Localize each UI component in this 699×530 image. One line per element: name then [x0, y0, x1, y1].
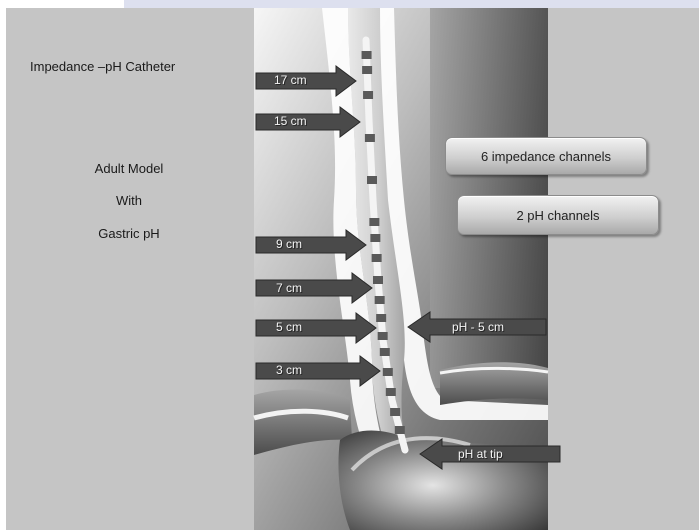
catheter-band — [373, 276, 383, 284]
catheter-band — [376, 314, 386, 322]
catheter-band — [383, 368, 393, 376]
ph-channels-label: 2 pH channels — [516, 208, 599, 223]
catheter-band — [386, 388, 396, 396]
catheter-band — [367, 176, 377, 184]
catheter-band — [369, 218, 379, 226]
catheter-band — [378, 332, 388, 340]
catheter-band — [362, 51, 372, 59]
catheter-band — [370, 234, 380, 242]
catheter-band — [395, 426, 405, 434]
model-line-1: Adult Model — [54, 161, 204, 176]
ph-label-5cm: pH - 5 cm — [452, 320, 504, 334]
catheter-band — [375, 296, 385, 304]
impedance-channels-label: 6 impedance channels — [481, 149, 611, 164]
impedance-channels-badge: 6 impedance channels — [445, 137, 647, 175]
ph-channels-badge: 2 pH channels — [457, 195, 659, 235]
sensor-label-17cm: 17 cm — [274, 73, 307, 87]
catheter-band — [390, 408, 400, 416]
sensor-label-9cm: 9 cm — [276, 237, 302, 251]
sensor-label-15cm: 15 cm — [274, 114, 307, 128]
sensor-label-3cm: 3 cm — [276, 363, 302, 377]
page-title: Impedance –pH Catheter — [30, 59, 175, 74]
catheter-band — [363, 91, 373, 99]
catheter-band — [372, 254, 382, 262]
model-line-2: With — [54, 193, 204, 208]
sensor-label-5cm: 5 cm — [276, 320, 302, 334]
catheter-band — [362, 66, 372, 74]
ph-label-tip: pH at tip — [458, 447, 503, 461]
model-line-3: Gastric pH — [54, 226, 204, 241]
catheter-band — [365, 134, 375, 142]
sensor-label-7cm: 7 cm — [276, 281, 302, 295]
catheter-band — [380, 348, 390, 356]
